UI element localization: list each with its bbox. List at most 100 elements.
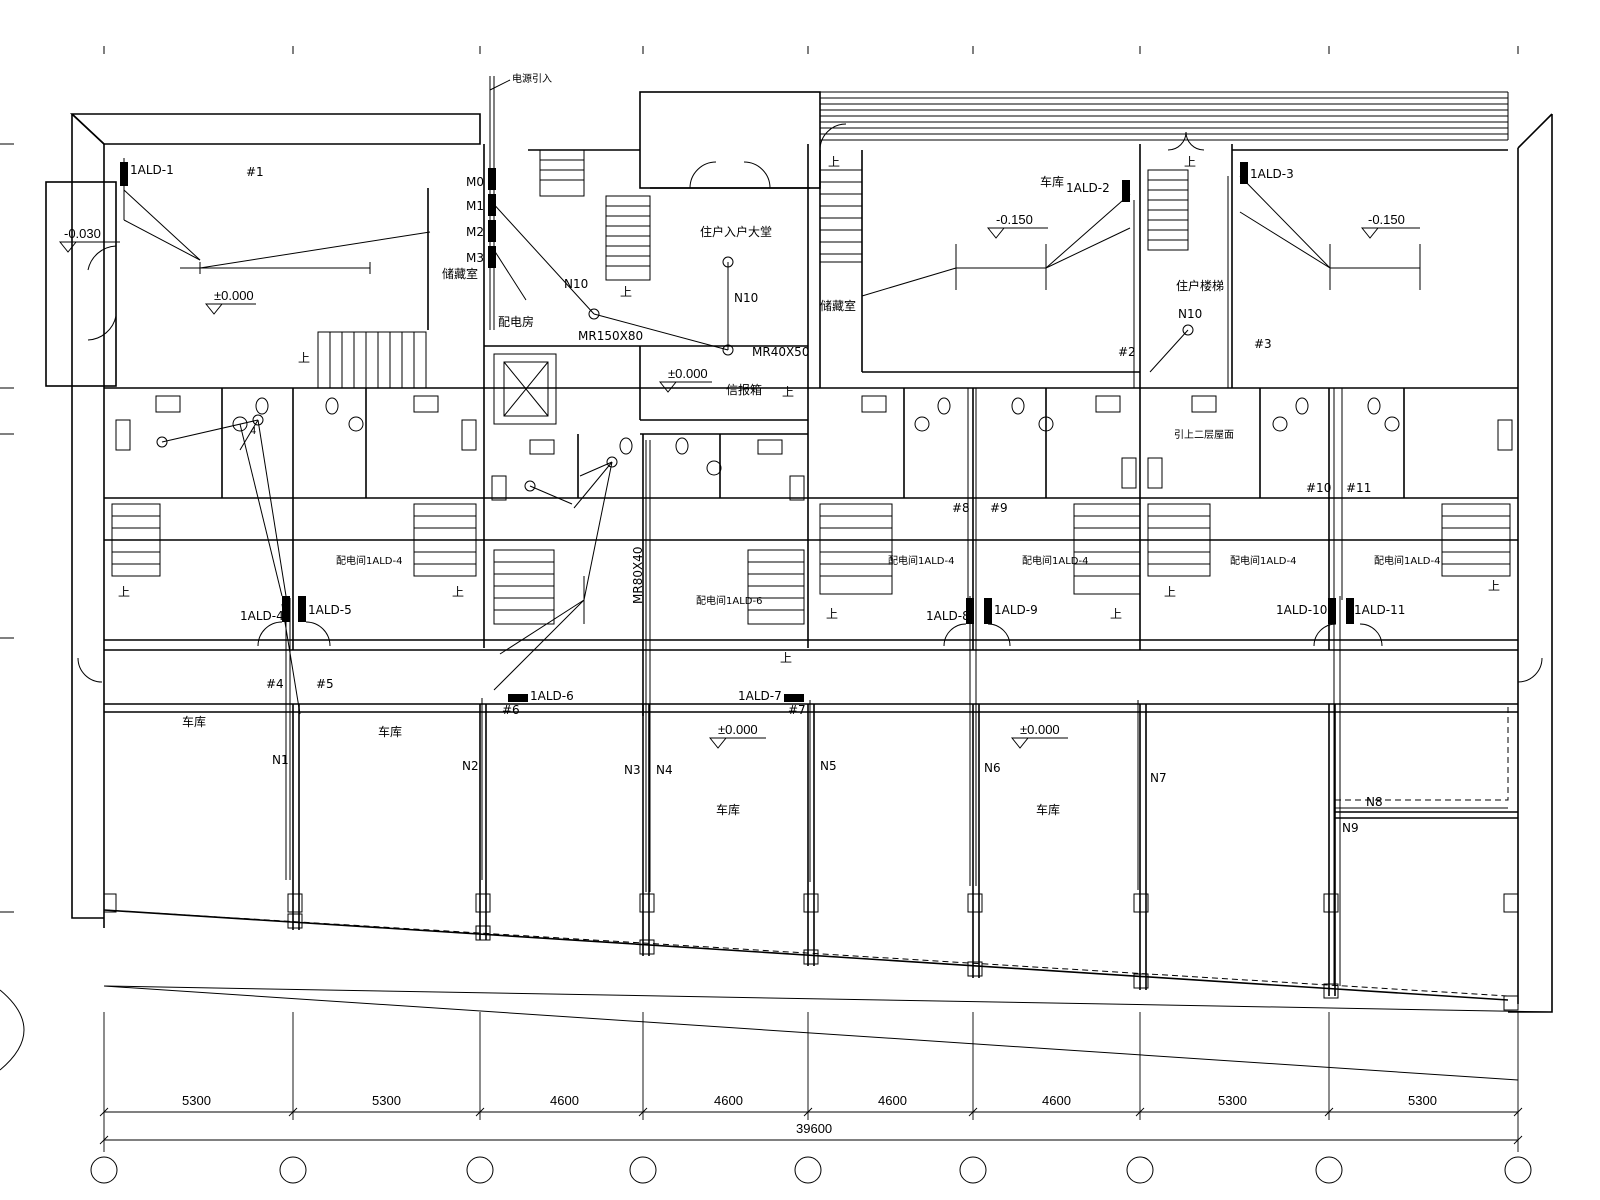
elevation-5: ±0.000 [668, 366, 708, 381]
tray-mr40x50: MR40X50 [752, 345, 809, 359]
meter-m3: M3 [466, 251, 484, 265]
panel-ald-10: 1ALD-10 [1276, 603, 1327, 617]
panel-ald-8: 1ALD-8 [926, 609, 970, 623]
circuit-n2: N2 [462, 759, 479, 773]
garage-zone-walls [104, 703, 1518, 996]
stair-up-4: 上 [620, 285, 632, 299]
room-garage-a: 车库 [1040, 174, 1064, 189]
circuit-n4: N4 [656, 763, 673, 777]
dimension-seg-3: 4600 [550, 1093, 579, 1108]
room-garage-b: 车库 [182, 714, 206, 729]
sanitary-fixtures [115, 395, 1513, 501]
garage-dashed-conduit [1335, 704, 1509, 801]
stair-up-1: 上 [298, 351, 310, 365]
circuit-n1: N1 [272, 753, 289, 767]
panel-ald-4: 1ALD-4 [240, 609, 284, 623]
stair-up-3: 上 [452, 585, 464, 599]
elevation-6: ±0.000 [718, 722, 758, 737]
elevation-1: -0.030 [64, 226, 101, 241]
panel-ald-11: 1ALD-11 [1354, 603, 1405, 617]
upper-zone-walls [104, 144, 1518, 648]
panel-note-3: 配电间1ALD-4 [888, 554, 954, 567]
room-elec-room: 配电房 [498, 314, 534, 329]
circuit-n8: N8 [1366, 795, 1383, 809]
room-garage-d: 车库 [716, 802, 740, 817]
marker-3: #3 [1254, 337, 1272, 351]
tray-mr150x80: MR150X80 [578, 329, 643, 343]
dimension-seg-5: 4600 [878, 1093, 907, 1108]
panel-ald-9: 1ALD-9 [994, 603, 1038, 617]
top-grid-ticks [103, 46, 1519, 54]
marker-5: #5 [316, 677, 334, 691]
elevation-3: -0.150 [996, 212, 1033, 227]
room-garage-e: 车库 [1036, 802, 1060, 817]
door-arcs [77, 123, 1543, 683]
power-entry-label: 电源引入 [512, 72, 552, 85]
circuit-n3: N3 [624, 763, 641, 777]
stair-up-9: 上 [826, 607, 838, 621]
panel-ald-5: 1ALD-5 [308, 603, 352, 617]
marker-8: #8 [952, 501, 970, 515]
unit-stairs [111, 503, 1511, 625]
dimension-seg-6: 4600 [1042, 1093, 1071, 1108]
marker-7: #7 [788, 703, 806, 717]
panel-ald-1: 1ALD-1 [130, 163, 174, 177]
elevation-7: ±0.000 [1020, 722, 1060, 737]
dimension-seg-7: 5300 [1218, 1093, 1247, 1108]
elevation-markers [58, 227, 1420, 749]
room-storage-2: 储藏室 [820, 298, 856, 313]
meter-m1: M1 [466, 199, 484, 213]
marker-4: #4 [266, 677, 284, 691]
circuit-n10-a: N10 [564, 277, 588, 291]
elevation-4: -0.150 [1368, 212, 1405, 227]
distribution-panel-boxes [120, 162, 1354, 702]
meter-m0: M0 [466, 175, 484, 189]
meter-m2: M2 [466, 225, 484, 239]
tray-mr80x40: MR80X40 [631, 547, 645, 604]
panel-ald-2: 1ALD-2 [1066, 181, 1110, 195]
dimension-seg-2: 5300 [372, 1093, 401, 1108]
circuit-n5: N5 [820, 759, 837, 773]
stair-up-11: 上 [1164, 585, 1176, 599]
grid-bubble-arc [0, 989, 25, 1071]
elevation-2: ±0.000 [214, 288, 254, 303]
dimension-total: 39600 [796, 1121, 832, 1136]
grid-bubbles [90, 1156, 1532, 1184]
marker-6: #6 [502, 703, 520, 717]
west-vestibule [45, 181, 117, 387]
circuit-n9: N9 [1342, 821, 1359, 835]
stair-up-12: 上 [1488, 579, 1500, 593]
light-fixtures [156, 256, 1194, 492]
entrance-canopy [639, 91, 821, 189]
dimension-lines [99, 1012, 1523, 1152]
stair-up-2: 上 [118, 585, 130, 599]
stair-up-5: 上 [828, 155, 840, 169]
marker-1: #1 [246, 165, 264, 179]
room-resident-stair: 住户楼梯 [1176, 278, 1224, 293]
circuit-n6: N6 [984, 761, 1001, 775]
panel-note-4: 配电间1ALD-4 [1022, 554, 1088, 567]
left-grid-ticks [0, 143, 14, 913]
stair-up-7: 上 [782, 385, 794, 399]
panel-note-2: 配电间1ALD-6 [696, 594, 762, 607]
panel-note-1: 配电间1ALD-4 [336, 554, 402, 567]
roof-hatching [820, 91, 1509, 141]
building-outline [69, 113, 1553, 1081]
stair-up-6: 上 [1184, 155, 1196, 169]
room-resident-lobby: 住户入户大堂 [700, 224, 772, 239]
stair-hatching [317, 149, 1189, 389]
dimension-seg-4: 4600 [714, 1093, 743, 1108]
room-mailbox: 信报箱 [726, 382, 762, 397]
dimension-seg-1: 5300 [182, 1093, 211, 1108]
stair-up-10: 上 [1110, 607, 1122, 621]
wiring-runs [123, 76, 1508, 986]
marker-2: #2 [1118, 345, 1136, 359]
marker-10: #10 [1306, 481, 1331, 495]
marker-9: #9 [990, 501, 1008, 515]
panel-ald-7: 1ALD-7 [738, 689, 782, 703]
panel-ald-6: 1ALD-6 [530, 689, 574, 703]
stair-up-8: 上 [780, 651, 792, 665]
circuit-n10-c: N10 [1178, 307, 1202, 321]
circuit-n7: N7 [1150, 771, 1167, 785]
